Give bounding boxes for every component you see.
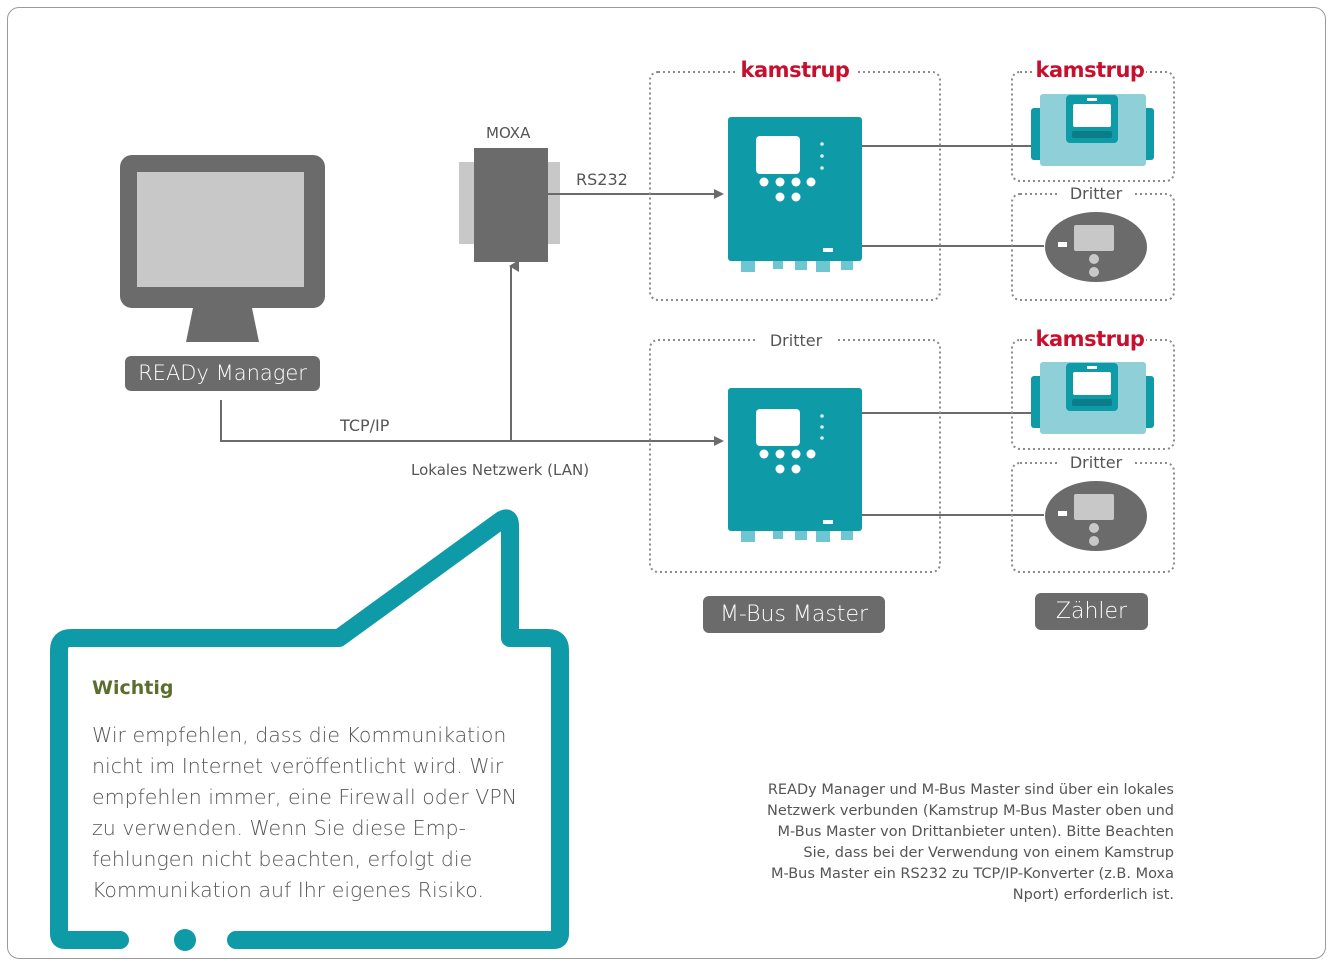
moxa-label: MOXA: [486, 124, 531, 142]
group-box-meter-1: [1011, 71, 1175, 182]
tcpip-label: TCP/IP: [340, 416, 390, 435]
group-box-meter-4: [1011, 462, 1175, 573]
note-line: READy Manager und M-Bus Master sind über…: [767, 782, 1174, 798]
note-line: M-Bus Master von Drittanbieter unten). B…: [777, 824, 1174, 840]
kamstrup-logo-master: kamstrup: [735, 56, 855, 84]
note-line: M-Bus Master ein RS232 zu TCP/IP-Konvert…: [770, 866, 1174, 882]
callout-dot: [174, 929, 196, 951]
connection-lines: [220, 145, 1044, 516]
callout-title: Wichtig: [92, 677, 174, 699]
mbus-master-bottom: [728, 388, 862, 542]
note-line: Nport) erforderlich ist.: [1012, 887, 1174, 903]
group-box-meter-3: [1011, 339, 1175, 450]
moxa-device: [459, 148, 560, 262]
note-line: Sie, dass bei der Verwendung von einem K…: [803, 845, 1174, 861]
diagram-frame: [7, 7, 1326, 959]
lan-label: Lokales Netzwerk (LAN): [411, 461, 590, 479]
note-line: Netzwerk verbunden (Kamstrup M-Bus Maste…: [767, 803, 1174, 819]
third-party-meter-4: [1045, 481, 1147, 551]
lan-line: [220, 400, 724, 446]
computer-icon: [120, 155, 325, 342]
mbus-master-top: [728, 117, 862, 272]
kamstrup-meter-3: [1031, 362, 1154, 434]
dritter-label-meter-4: Dritter: [1060, 453, 1132, 473]
callout-bubble: [50, 509, 569, 951]
kamstrup-logo-meter-3: kamstrup: [1034, 325, 1146, 353]
explanatory-note: READy Manager und M-Bus Master sind über…: [664, 780, 1174, 906]
third-party-meter-2: [1045, 212, 1147, 282]
ready-manager-label: READy Manager: [125, 356, 320, 391]
rs232-label: RS232: [576, 170, 628, 189]
kamstrup-meter-1: [1031, 94, 1154, 166]
kamstrup-logo-meter-1: kamstrup: [1034, 56, 1146, 84]
dritter-label-master: Dritter: [756, 331, 836, 351]
callout-body: Wir empfehlen, dass die Kommunikation ni…: [92, 723, 518, 902]
mbus-master-caption: M-Bus Master: [703, 596, 885, 633]
meter-caption: Zähler: [1035, 593, 1148, 630]
dritter-label-meter-2: Dritter: [1060, 184, 1132, 204]
